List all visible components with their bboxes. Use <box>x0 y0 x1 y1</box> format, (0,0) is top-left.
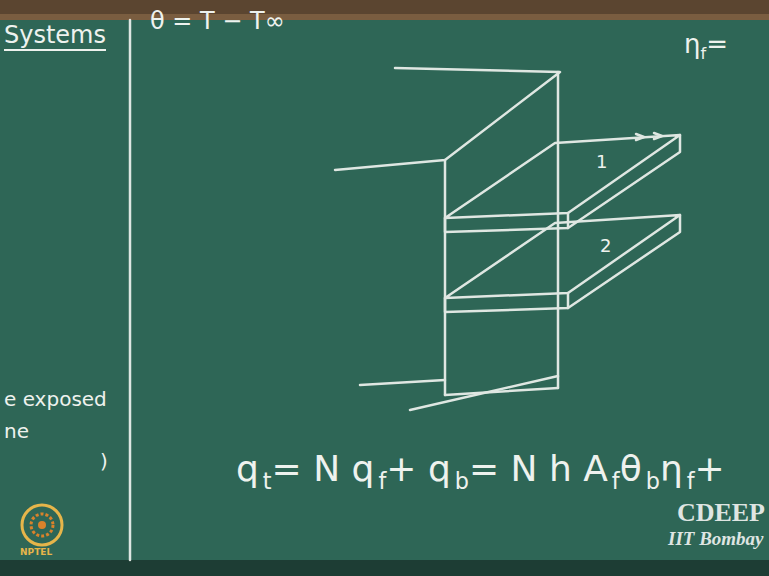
nptel-logo <box>22 505 62 545</box>
text-group: IIT Bombay <box>668 528 764 550</box>
note-text: ne <box>4 419 29 443</box>
text-group: Systems <box>4 22 106 50</box>
formula-text: b <box>455 468 469 494</box>
fin-number: 1 <box>596 151 607 172</box>
text-group: ) <box>100 450 108 473</box>
formula-text: t <box>263 468 272 494</box>
fin-number: 2 <box>600 235 611 256</box>
note-text: ) <box>100 449 108 473</box>
text-group: 2 <box>600 236 611 257</box>
text-group: θ = T − T∞ <box>150 8 285 36</box>
text-group: qt= N qf+ qb= N h Afθbηf+ <box>236 448 729 495</box>
formula-text: f <box>612 468 620 494</box>
formula-text: = N q <box>272 448 375 489</box>
text-group: ne <box>4 420 29 443</box>
formula-text: + q <box>386 448 450 489</box>
formula-text: = N h A <box>469 448 608 489</box>
formula-text: θ = T − T∞ <box>150 7 285 35</box>
formula-text: f <box>687 468 695 494</box>
watermark-text: NPTEL <box>20 547 52 557</box>
formula-text: = <box>706 29 728 59</box>
text-group: CDEEP <box>677 498 765 528</box>
text-group: ηf= <box>684 30 728 64</box>
note-text: e exposed <box>4 387 107 411</box>
formula-text: θ <box>620 448 642 489</box>
text-group: NPTEL <box>20 547 52 557</box>
heading-text: Systems <box>4 21 106 51</box>
watermark-text: IIT Bombay <box>668 528 764 549</box>
formula-text: q <box>236 448 259 489</box>
formula-text: f <box>378 468 386 494</box>
text-group: 1 <box>596 152 607 173</box>
watermark-text: CDEEP <box>677 498 765 527</box>
formula-text: η <box>684 29 700 59</box>
formula-text: f <box>700 44 706 63</box>
text-group: e exposed <box>4 388 107 411</box>
formula-text: b <box>646 468 660 494</box>
formula-text: η <box>660 448 683 489</box>
formula-text: + <box>695 448 725 489</box>
